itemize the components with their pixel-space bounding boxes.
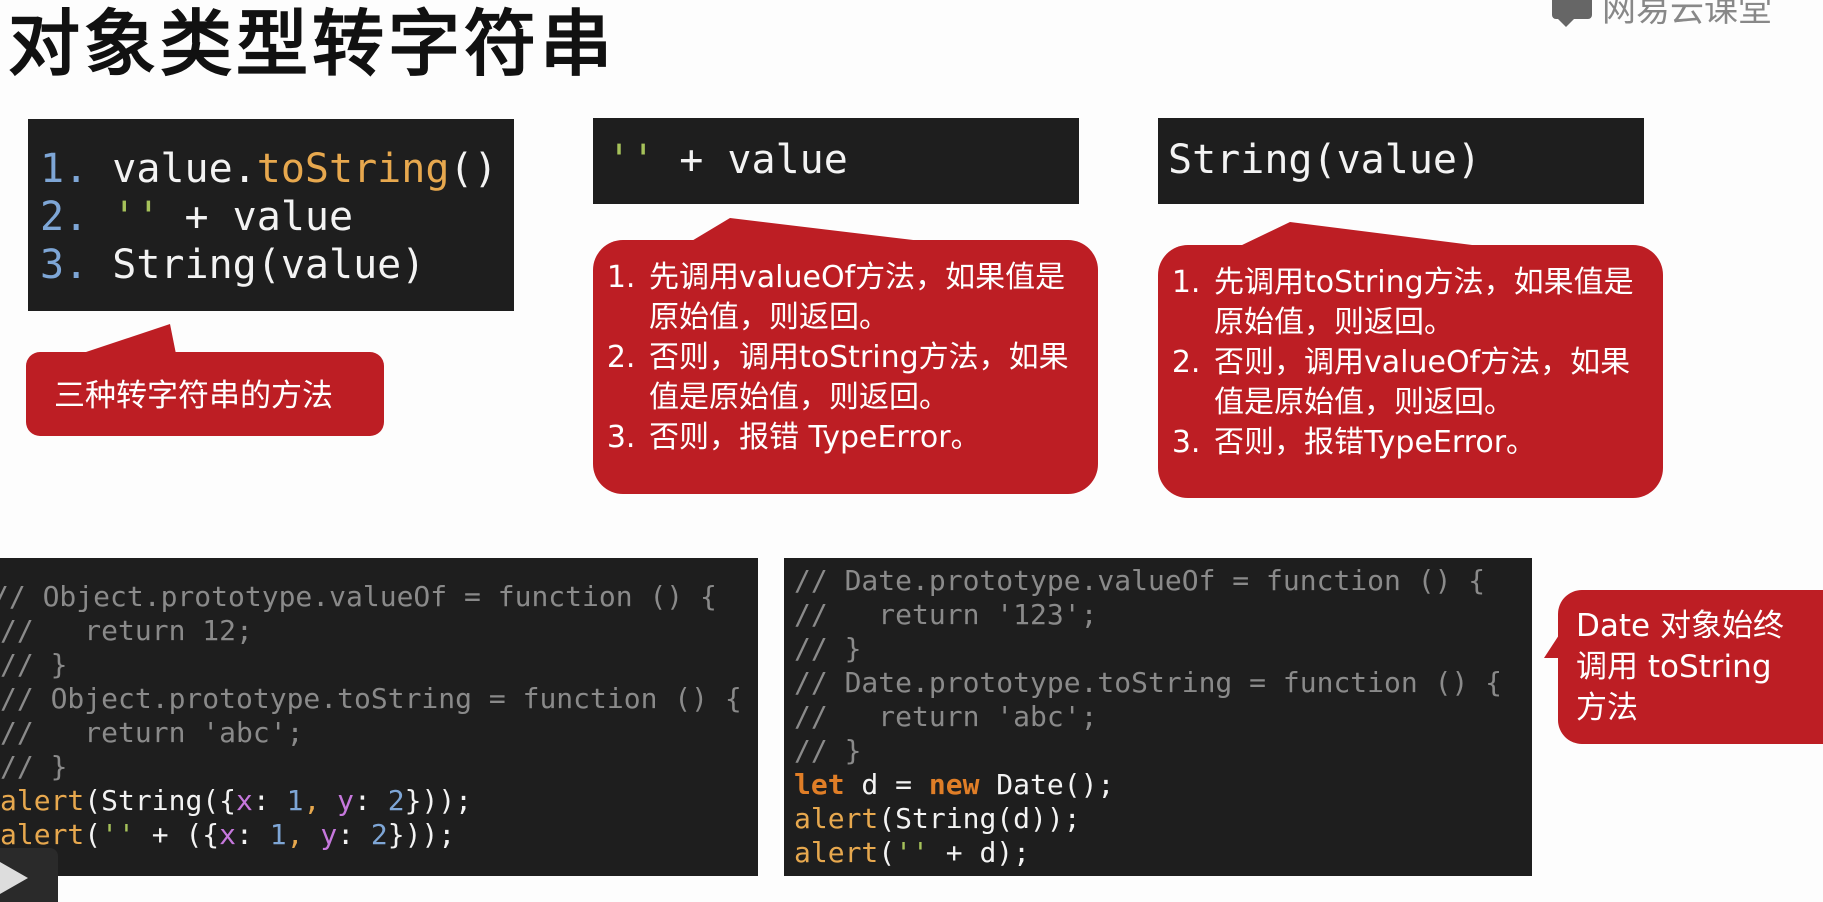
rule-item: 先调用toString方法，如果值是原始值，则返回。 [1210, 263, 1643, 343]
string-rules-list: 先调用toString方法，如果值是原始值，则返回。 否则，调用valueOf方… [1158, 263, 1643, 463]
methods-code-box: 1. value.toString() 2. '' + value 3. Str… [28, 119, 514, 311]
rule-item: 否则，调用valueOf方法，如果值是原始值，则返回。 [1210, 343, 1643, 423]
date-code-box: // Date.prototype.valueOf = function () … [784, 558, 1532, 876]
date-callout: Date 对象始终调用 toString 方法 [1558, 590, 1823, 744]
chat-bubble-icon [1552, 0, 1592, 27]
methods-callout: 三种转字符串的方法 [26, 352, 384, 436]
play-button[interactable] [0, 848, 58, 902]
concat-rules-list: 先调用valueOf方法，如果值是原始值，则返回。 否则，调用toString方… [593, 258, 1078, 458]
rule-item: 否则，调用toString方法，如果值是原始值，则返回。 [645, 338, 1078, 418]
string-code-box: String(value) [1158, 118, 1644, 204]
brand-name: 网易云课堂 [1602, 0, 1772, 30]
concat-rules-callout: 先调用valueOf方法，如果值是原始值，则返回。 否则，调用toString方… [593, 240, 1098, 494]
rule-item: 先调用valueOf方法，如果值是原始值，则返回。 [645, 258, 1078, 338]
page-title: 对象类型转字符串 [8, 2, 617, 86]
callout-tail [1240, 222, 1480, 246]
callout-tail [80, 324, 176, 354]
brand-logo: 网易云课堂 [1552, 0, 1772, 30]
code-line-1: 1. value.toString() [40, 146, 498, 192]
rule-item: 否则，报错TypeError。 [1210, 423, 1643, 463]
code-line-2: 2. '' + value [40, 194, 354, 240]
string-rules-callout: 先调用toString方法，如果值是原始值，则返回。 否则，调用valueOf方… [1158, 245, 1663, 498]
object-code-box: // Object.prototype.valueOf = function (… [0, 558, 758, 876]
concat-code-box: '' + value [593, 118, 1079, 204]
code-line-3: 3. String(value) [40, 242, 426, 288]
rule-item: 否则，报错 TypeError。 [645, 418, 1078, 458]
callout-tail [690, 218, 930, 242]
